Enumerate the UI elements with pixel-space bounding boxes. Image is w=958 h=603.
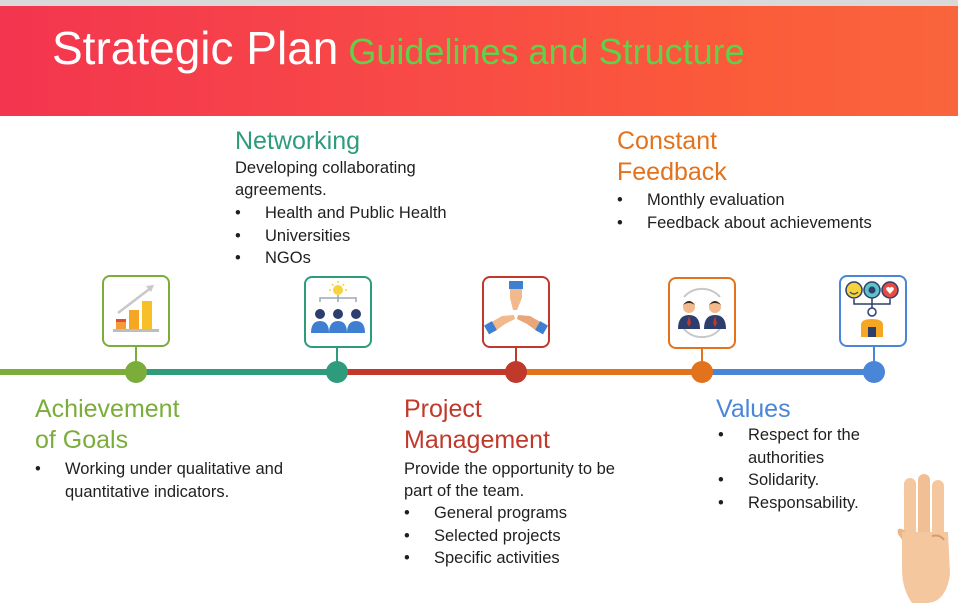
timeline-node-project bbox=[505, 361, 527, 383]
timeline-node-feedback bbox=[691, 361, 713, 383]
list-item: Working under qualitative and quantitati… bbox=[35, 458, 325, 503]
list-item: Monthly evaluation bbox=[617, 189, 872, 212]
project-intro-line1: Provide the opportunity to be bbox=[404, 460, 615, 478]
list-item: Responsability. bbox=[718, 492, 888, 515]
list-item: Universities bbox=[235, 225, 447, 248]
timeline-node-achievement bbox=[125, 361, 147, 383]
feedback-heading-line2: Feedback bbox=[617, 158, 727, 186]
project-intro-line2: part of the team. bbox=[404, 482, 525, 500]
title-main: Strategic Plan bbox=[52, 22, 339, 74]
achievement-bullets: Working under qualitative and quantitati… bbox=[35, 458, 325, 503]
feedback-exchange-icon bbox=[668, 277, 736, 349]
project-heading-line2: Management bbox=[404, 426, 550, 454]
values-heading: Values bbox=[716, 395, 791, 423]
achievement-heading-line1: Achievement bbox=[35, 395, 180, 423]
teamwork-hands-icon bbox=[482, 276, 550, 348]
list-item: Health and Public Health bbox=[235, 202, 447, 225]
list-item: Solidarity. bbox=[718, 469, 888, 492]
project-heading-line1: Project bbox=[404, 395, 482, 423]
timeline-node-values bbox=[863, 361, 885, 383]
networking-heading: Networking bbox=[235, 127, 361, 155]
achievement-heading: Achievement of Goals bbox=[35, 394, 180, 456]
feedback-bullets: Monthly evaluation Feedback about achiev… bbox=[617, 189, 872, 234]
project-heading: Project Management bbox=[404, 394, 550, 456]
list-item: Specific activities bbox=[404, 547, 567, 570]
achievement-heading-line2: of Goals bbox=[35, 426, 129, 454]
hand-three-fingers-icon bbox=[897, 474, 950, 603]
timeline-node-networking bbox=[326, 361, 348, 383]
bar-chart-growth-icon bbox=[102, 275, 170, 347]
networking-intro-line2: agreements. bbox=[235, 181, 327, 199]
networking-intro-line1: Developing collaborating bbox=[235, 159, 416, 177]
title-banner bbox=[0, 6, 958, 116]
list-item: Selected projects bbox=[404, 525, 567, 548]
networking-bullets: Health and Public Health Universities NG… bbox=[235, 202, 447, 270]
list-item: General programs bbox=[404, 502, 567, 525]
values-bullets: Respect for the authorities Solidarity. … bbox=[718, 424, 888, 514]
project-bullets: General programs Selected projects Speci… bbox=[404, 502, 567, 570]
networking-intro: Developing collaborating agreements. bbox=[235, 157, 416, 201]
title-sub: Guidelines and Structure bbox=[348, 31, 745, 72]
values-emotions-icon bbox=[839, 275, 907, 347]
team-idea-icon bbox=[304, 276, 372, 348]
list-item: Feedback about achievements bbox=[617, 212, 872, 235]
top-frame-strip bbox=[0, 0, 958, 6]
feedback-heading: Constant Feedback bbox=[617, 126, 727, 188]
list-item: NGOs bbox=[235, 247, 447, 270]
feedback-heading-line1: Constant bbox=[617, 127, 718, 155]
project-intro: Provide the opportunity to be part of th… bbox=[404, 458, 615, 502]
list-item: Respect for the authorities bbox=[718, 424, 888, 469]
